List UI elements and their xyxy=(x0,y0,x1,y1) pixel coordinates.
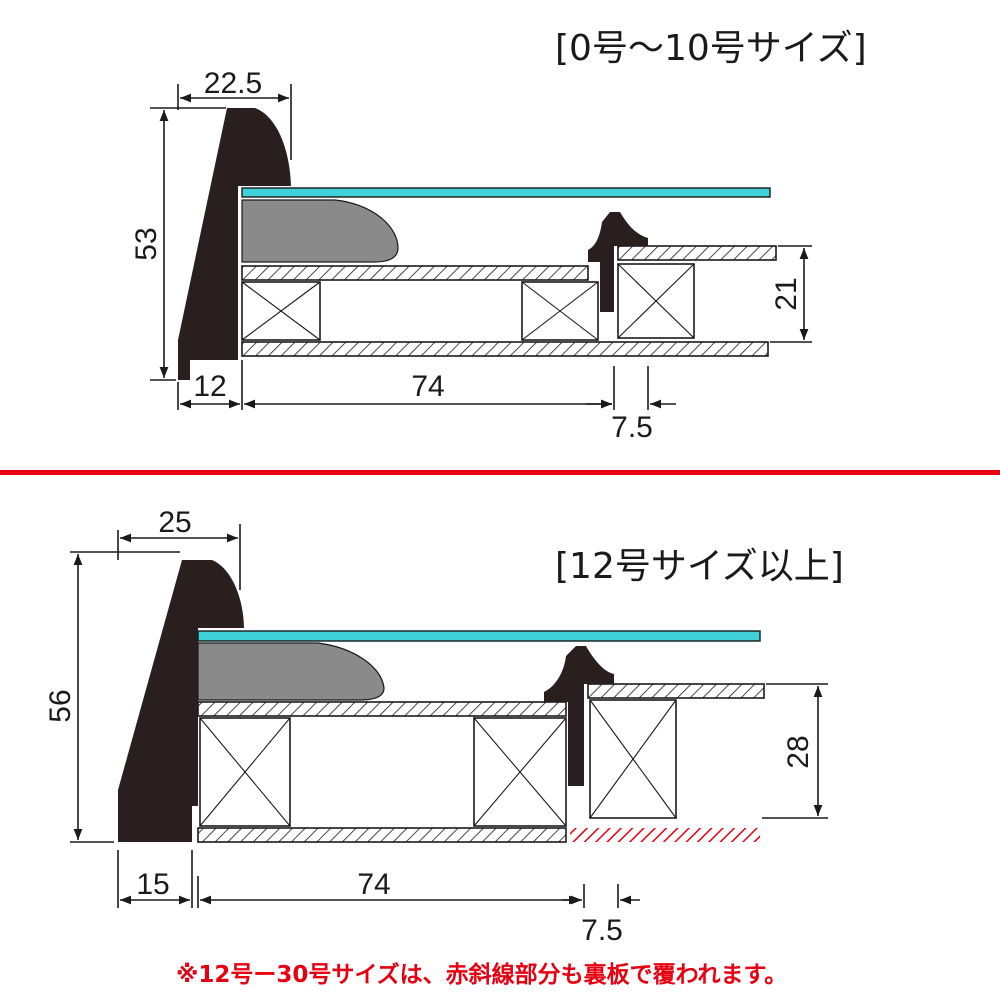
bottom-spacer-right xyxy=(589,699,677,819)
bottom-dimension-lines xyxy=(70,524,828,908)
top-board-lower xyxy=(241,341,769,357)
top-mat xyxy=(241,199,399,263)
top-spacer-left xyxy=(241,281,321,341)
top-section: [0号～10号サイズ] xyxy=(130,28,867,444)
top-dim-rebate: 12 xyxy=(193,370,226,403)
bottom-board-right xyxy=(587,683,765,699)
bottom-board-upper xyxy=(197,701,567,717)
bottom-spacer-left xyxy=(199,717,291,827)
top-dimension-lines xyxy=(150,84,812,410)
top-spacer-right xyxy=(617,263,695,339)
bottom-mat xyxy=(197,642,385,701)
top-dim-inner: 74 xyxy=(411,370,444,403)
footnote-red-hatch: ※12号ー30号サイズは、赤斜線部分も裏板で覆われます。 xyxy=(176,961,787,988)
bottom-red-hatch-area xyxy=(570,828,760,842)
top-frame-profile xyxy=(178,108,291,380)
bottom-section: [12号サイズ以上] xyxy=(44,506,844,947)
bottom-dim-depth: 28 xyxy=(782,735,815,768)
top-dim-spacer: 7.5 xyxy=(611,411,653,444)
top-board-upper xyxy=(241,265,589,281)
top-heading: [0号～10号サイズ] xyxy=(555,28,867,69)
top-retaining-clip xyxy=(588,212,648,312)
bottom-dim-rebate: 15 xyxy=(136,868,169,901)
top-dim-frame-height: 53 xyxy=(130,227,163,260)
top-board-right xyxy=(617,245,777,261)
top-dim-depth: 21 xyxy=(770,277,803,310)
top-spacer-middle xyxy=(521,281,599,341)
bottom-dim-frame-height: 56 xyxy=(44,689,77,722)
bottom-glass xyxy=(197,630,761,642)
top-glass xyxy=(241,187,771,198)
bottom-dim-inner: 74 xyxy=(357,868,390,901)
bottom-dim-spacer: 7.5 xyxy=(581,914,623,947)
bottom-heading: [12号サイズ以上] xyxy=(555,546,844,587)
bottom-retaining-clip xyxy=(544,646,614,786)
top-dim-frame-width: 22.5 xyxy=(204,67,262,100)
bottom-spacer-middle xyxy=(473,717,567,827)
bottom-dim-frame-width: 25 xyxy=(158,506,191,539)
bottom-frame-profile xyxy=(118,560,244,842)
bottom-board-lower xyxy=(197,827,567,843)
section-divider xyxy=(0,470,1000,475)
